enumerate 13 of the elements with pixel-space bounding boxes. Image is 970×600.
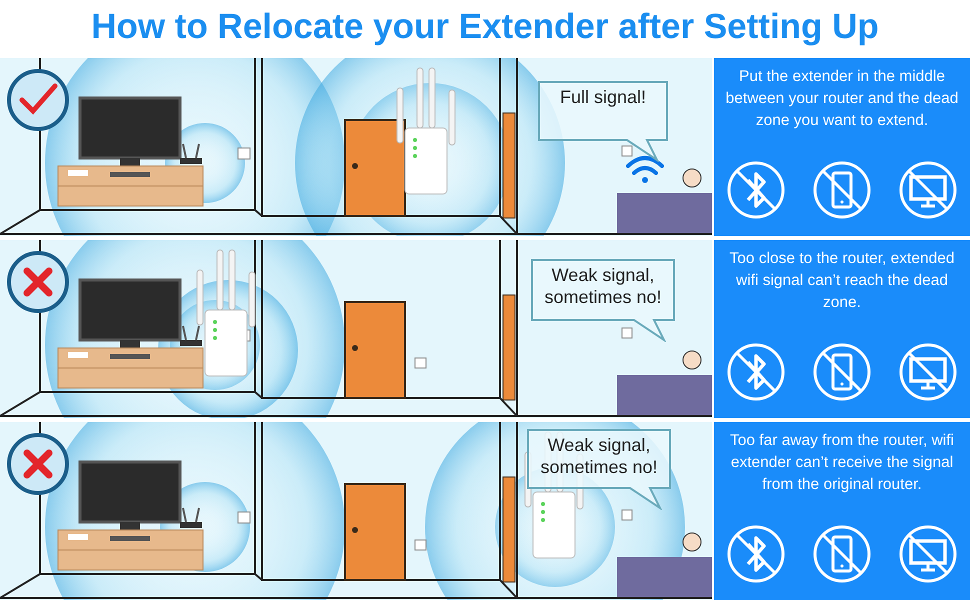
speech-text: Weak signal, sometimes no! <box>543 264 663 309</box>
title: How to Relocate your Extender after Setting Up <box>90 6 880 48</box>
tip-panel <box>714 240 970 418</box>
tip-text: Put the extender in the middle between your router and the dead zone you want to extend. <box>724 67 960 131</box>
tip-panel <box>714 58 970 236</box>
speech-bubble <box>537 80 669 162</box>
speech-bubble <box>530 258 676 342</box>
tip-panel <box>714 422 970 600</box>
speech-bubble <box>526 428 672 510</box>
tip-text: Too far away from the router, wifi extender can’t receive the signal from the original router. <box>729 431 955 495</box>
speech-text: Full signal! <box>558 86 648 109</box>
tip-text: Too close to the router, extended wifi signal can’t reach the dead zone. <box>728 249 956 313</box>
speech-text: Weak signal, sometimes no! <box>539 434 659 479</box>
